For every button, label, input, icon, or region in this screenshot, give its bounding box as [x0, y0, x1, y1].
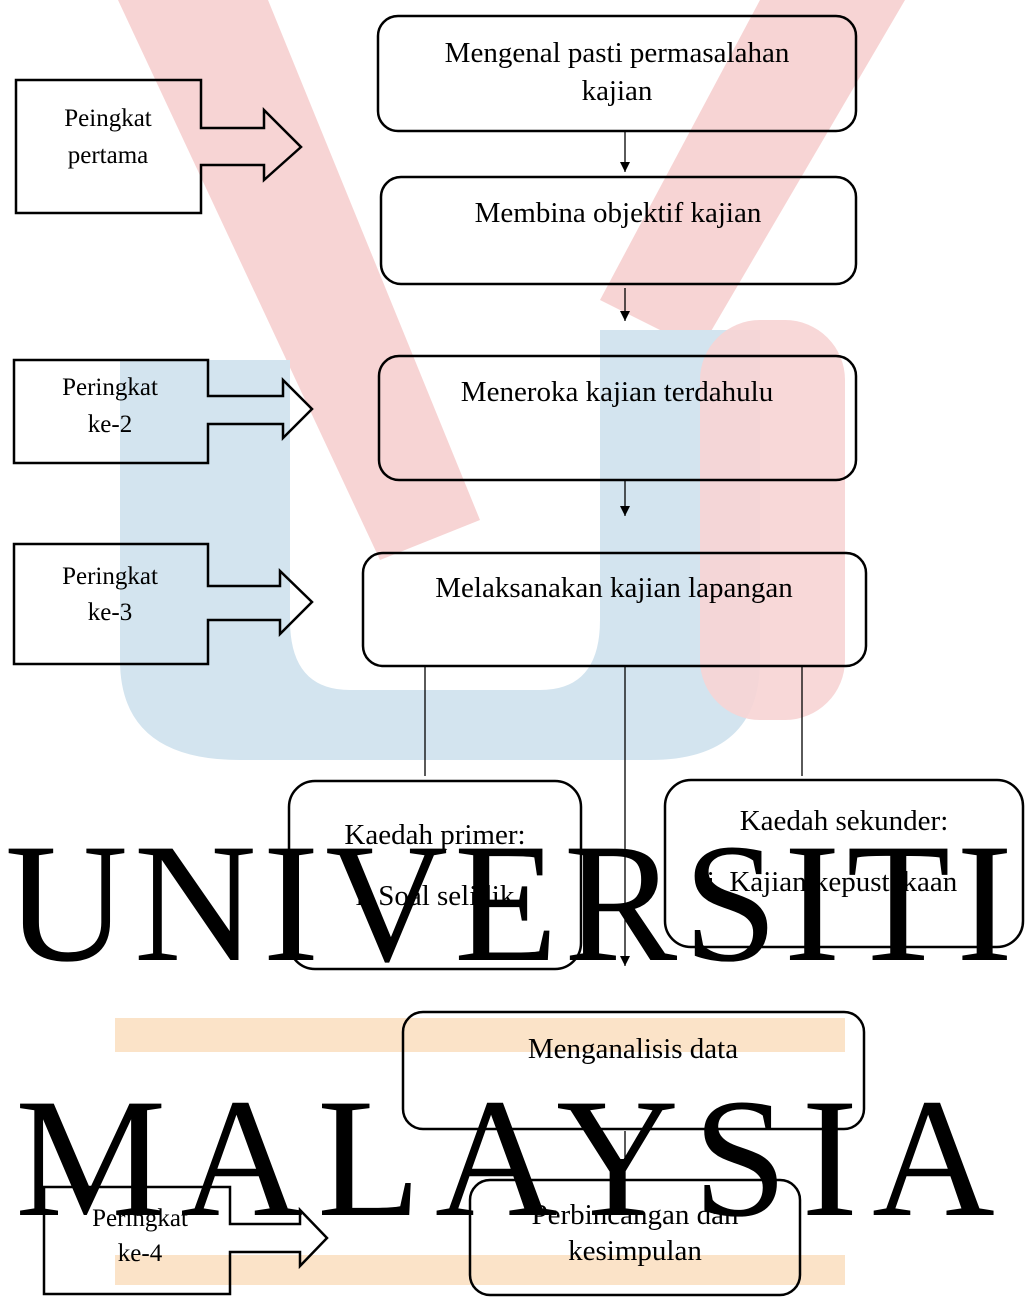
watermark-logo [118, 0, 905, 760]
step-explore-literature-line-1: Meneroka kajian terdahulu [461, 376, 773, 408]
step-field-study-line-1: Melaksanakan kajian lapangan [435, 572, 793, 604]
step-discussion: Perbincangan dan kesimpulan [468, 1178, 802, 1297]
step-explore-literature: Meneroka kajian terdahulu [377, 354, 858, 482]
watermark-line-1: UNIVERSITI [5, 809, 1019, 997]
watermark: UNIVERSITI MALAYSIA [5, 0, 1019, 1285]
stage-label-3-line-1: Peringkat [62, 563, 158, 590]
step-field-study: Melaksanakan kajian lapangan [361, 551, 868, 668]
step-identify-problem-line-2: kajian [582, 75, 653, 107]
stage-label-1: Peingkat pertama [14, 78, 303, 215]
connectors [424, 131, 803, 1169]
step-analyze-data: Menganalisis data [401, 1010, 866, 1131]
watermark-band-top [115, 1018, 845, 1052]
step-identify-problem: Mengenal pasti permasalahan kajian [376, 14, 858, 133]
watermark-band-bottom [115, 1255, 845, 1285]
stage-label-1-line-1: Peingkat [64, 105, 152, 132]
stage-label-3: Peringkat ke-3 [12, 542, 314, 666]
watermark-line-2: MALAYSIA [15, 1064, 1009, 1252]
method-secondary: Kaedah sekunder: i. Kajian kepustakaan [663, 778, 1025, 949]
step-build-objectives-line-1: Membina objektif kajian [475, 197, 762, 229]
stage-label-2: Peringkat ke-2 [12, 358, 314, 465]
stage-label-4: Peringkat ke-4 [42, 1185, 329, 1296]
stage-label-3-line-2: ke-3 [88, 599, 132, 626]
stage-label-2-line-2: ke-2 [88, 411, 132, 438]
stage-label-4-line-1: Peringkat [92, 1205, 188, 1232]
method-primary-item: i. Soal selidik [356, 880, 515, 912]
step-build-objectives: Membina objektif kajian [379, 175, 858, 286]
stage-label-1-line-2: pertama [68, 142, 149, 169]
step-analyze-data-line-1: Menganalisis data [528, 1033, 738, 1065]
step-identify-problem-line-1: Mengenal pasti permasalahan [445, 37, 790, 69]
step-discussion-line-2: kesimpulan [568, 1235, 702, 1267]
step-discussion-line-1: Perbincangan dan [532, 1199, 739, 1231]
stage-label-2-line-1: Peringkat [62, 374, 158, 401]
method-secondary-item: i. Kajian kepustakaan [707, 866, 958, 898]
method-primary-title: Kaedah primer: [344, 819, 525, 851]
stage-label-4-line-2: ke-4 [118, 1240, 163, 1267]
method-primary: Kaedah primer: i. Soal selidik [287, 779, 583, 971]
method-secondary-title: Kaedah sekunder: [740, 805, 949, 837]
